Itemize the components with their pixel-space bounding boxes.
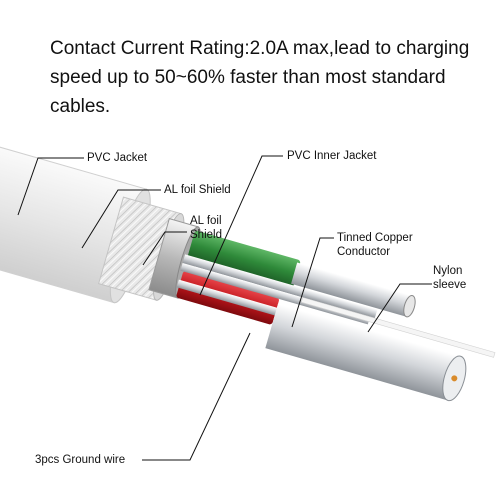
headline-line-1: Contact Current Rating:2.0A max,lead to … xyxy=(50,38,470,59)
leader-lines xyxy=(17,155,432,461)
label-al-foil-shield-1: AL foil Shield xyxy=(164,184,231,196)
label-nylon-sleeve: Nylon sleeve xyxy=(433,264,466,292)
label-pvc-jacket: PVC Jacket xyxy=(87,152,148,164)
inner-wires xyxy=(176,230,496,402)
nylon-sleeve xyxy=(300,297,496,358)
label-ground-wire: 3pcs Ground wire xyxy=(35,454,126,466)
headline: Contact Current Rating:2.0A max,lead to … xyxy=(50,34,480,121)
leader-al-foil-shield-1 xyxy=(81,189,161,249)
label-pvc-inner-jacket: PVC Inner Jacket xyxy=(287,150,377,162)
green-wire xyxy=(188,230,416,318)
label-al-foil-shield-2-line2: Shield xyxy=(190,229,222,241)
leader-pvc-inner-jacket xyxy=(199,155,283,296)
leader-ground-wire xyxy=(142,332,251,461)
label-nylon-line1: Nylon xyxy=(433,265,463,277)
leader-pvc-jacket xyxy=(17,157,84,216)
leader-tinned-copper xyxy=(291,237,334,328)
leader-al-foil-shield-2 xyxy=(142,231,187,266)
headline-line-2: speed up to 50~60% faster than most stan… xyxy=(50,67,446,88)
leader-nylon-sleeve xyxy=(367,283,432,333)
label-tinned-copper-conductor: Tinned Copper Conductor xyxy=(337,231,413,259)
tinned-copper-conductor xyxy=(265,303,467,402)
headline-line-3: cables. xyxy=(50,96,111,117)
label-tinned-copper-line1: Tinned Copper xyxy=(337,232,413,244)
label-al-foil-shield-2-line1: AL foil xyxy=(190,215,222,227)
label-al-foil-shield-2: AL foil Shield xyxy=(190,214,222,242)
label-nylon-line2: sleeve xyxy=(433,279,467,291)
label-tinned-copper-line2: Conductor xyxy=(337,246,391,258)
